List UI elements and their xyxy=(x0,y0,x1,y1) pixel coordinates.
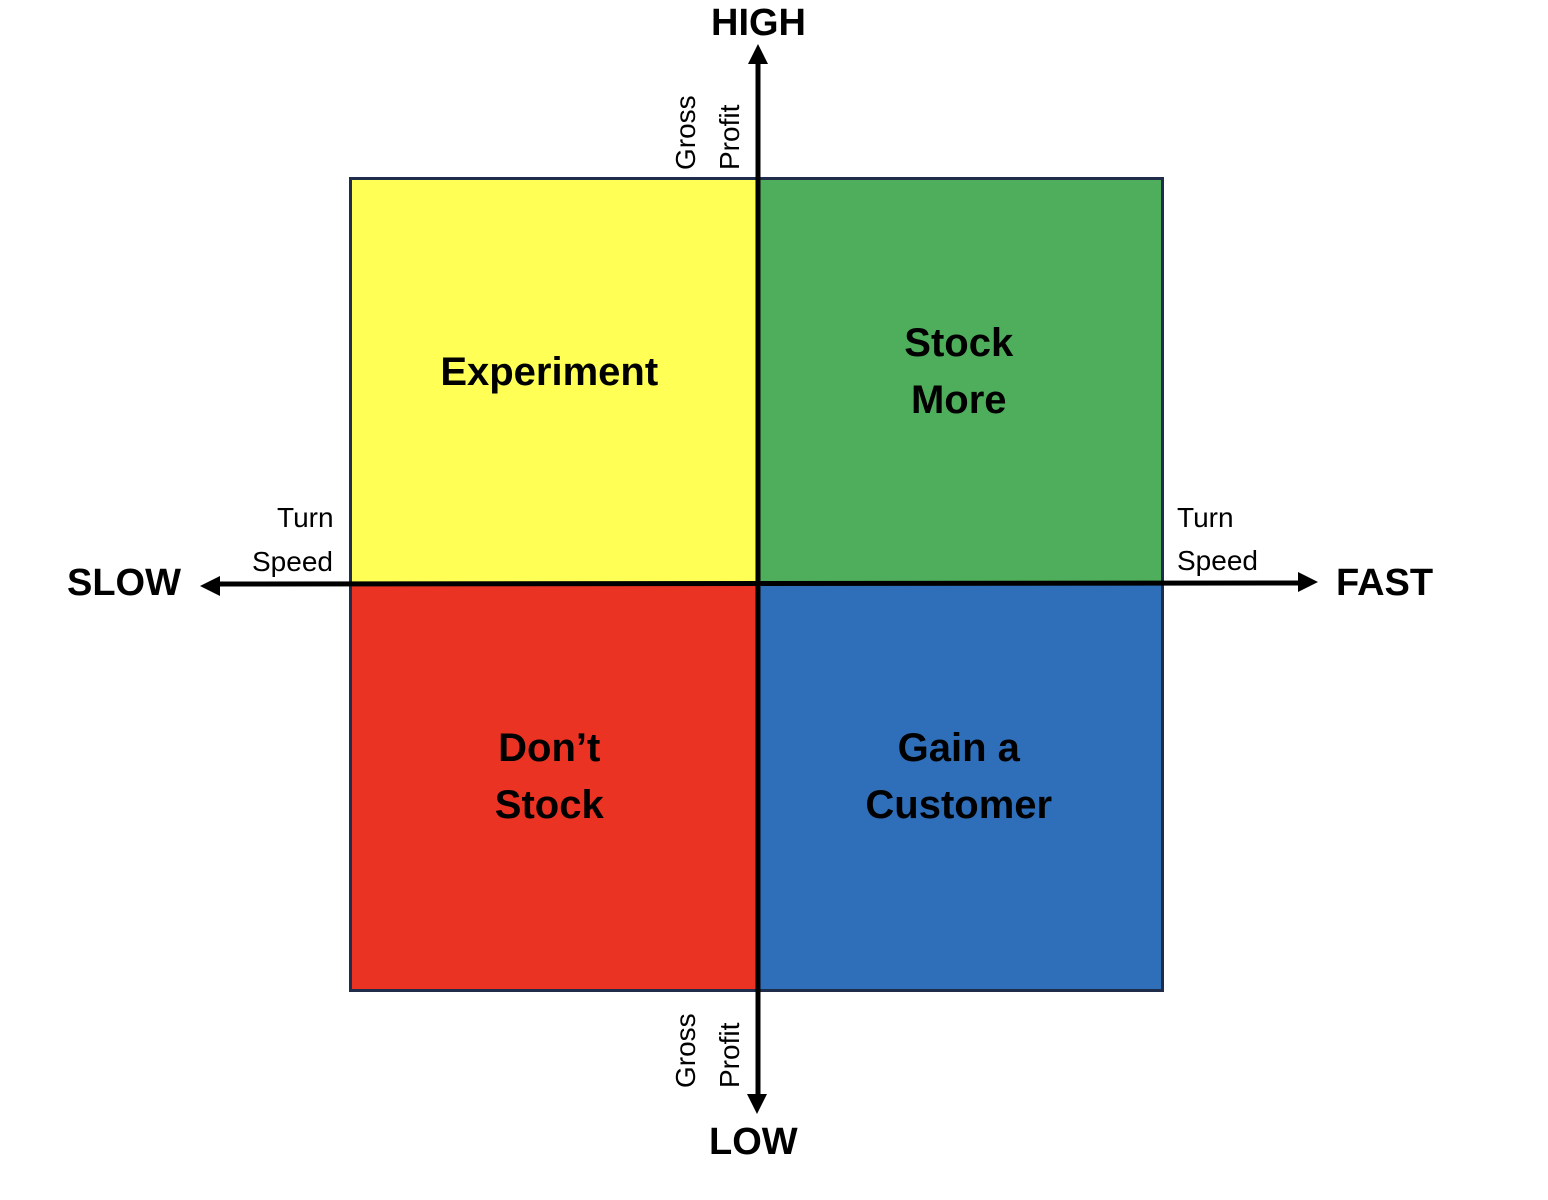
turn-speed-right-line1: Turn xyxy=(1177,502,1234,533)
turn-speed-left-line1: Turn xyxy=(277,502,334,533)
quadrant-stock-more: Stock More xyxy=(756,180,1161,585)
axis-label-fast: FAST xyxy=(1336,562,1434,604)
quadrant-label: Don’t Stock xyxy=(494,725,604,827)
arrow-down-icon xyxy=(747,1094,767,1114)
axis-label-slow: SLOW xyxy=(67,562,181,604)
quadrant-label: Gain a Customer xyxy=(865,725,1053,827)
quadrant-matrix: Experiment Stock More Don’t Stock Gain a… xyxy=(349,177,1164,992)
gross-profit-top-line1: Gross xyxy=(670,95,701,170)
arrow-left-icon xyxy=(200,576,220,596)
quadrant-label: Experiment xyxy=(440,349,659,394)
quadrant-label: Stock More xyxy=(904,321,1014,423)
gross-profit-bottom-line1: Gross xyxy=(670,1013,701,1088)
horizontal-axis-line xyxy=(217,580,1301,587)
axis-label-low: LOW xyxy=(709,1121,798,1163)
quadrant-dont-stock: Don’t Stock xyxy=(352,584,757,989)
arrow-right-icon xyxy=(1298,572,1318,592)
arrow-up-icon xyxy=(748,44,768,64)
turn-speed-left-line2: Speed xyxy=(252,546,333,577)
quadrant-experiment: Experiment xyxy=(352,180,757,585)
gross-profit-top-line2: Profit xyxy=(714,104,745,170)
axis-label-high: HIGH xyxy=(711,2,806,44)
turn-speed-right-line2: Speed xyxy=(1177,545,1258,576)
quadrant-gain-customer: Gain a Customer xyxy=(756,584,1161,989)
gross-profit-bottom-line2: Profit xyxy=(714,1022,745,1088)
